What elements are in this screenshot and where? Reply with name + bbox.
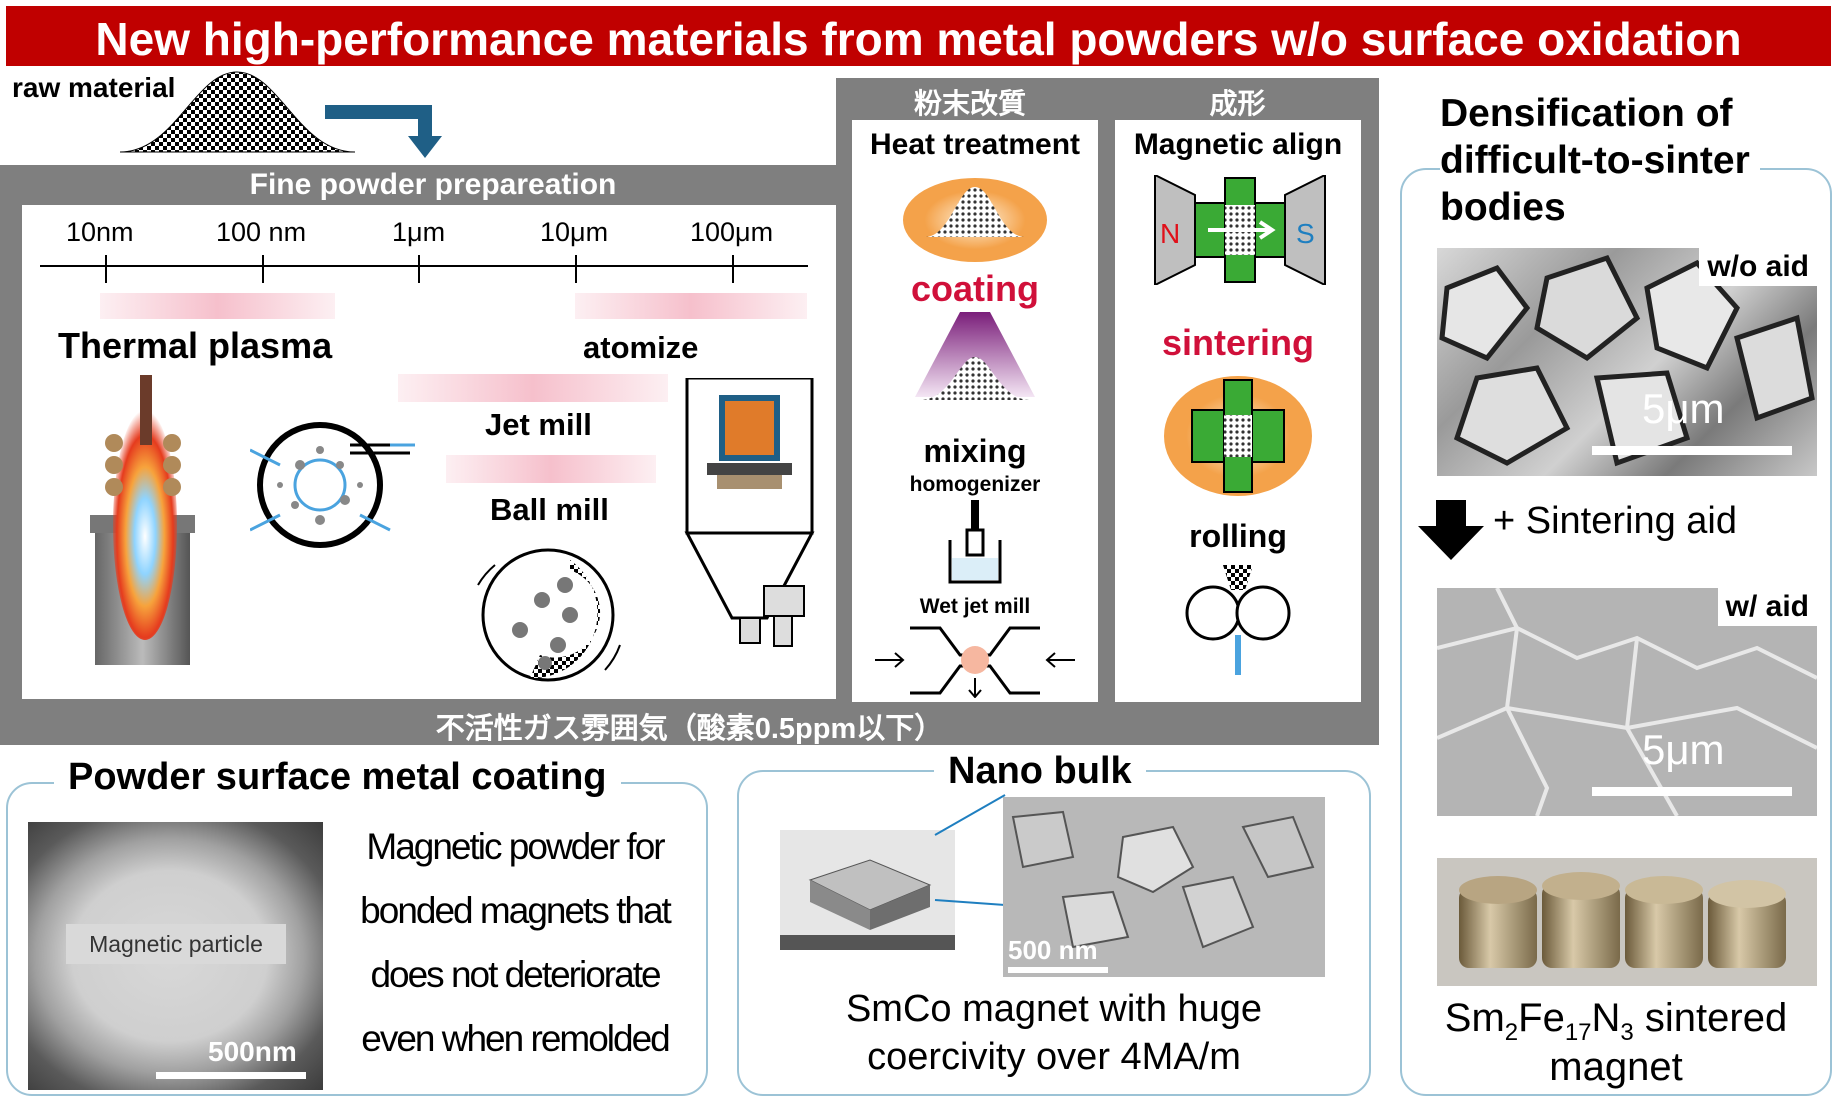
flow-arrow-icon [325,105,442,158]
forming-header: 成形 [1209,88,1266,119]
rolling-label: rolling [1189,518,1287,554]
jet-mill-range-band [398,374,668,402]
tem-image-particle: Magnetic particle 500nm [28,822,323,1090]
ball-mill-range-band [446,455,656,483]
scale-label: 5μm [1642,726,1725,773]
nano-bulk-tem-image: 500 nm [1003,797,1325,977]
pole-s-label: S [1296,218,1315,249]
pole-n-label: N [1160,218,1181,249]
coating-description: Magnetic powder for bonded magnets that … [330,815,700,1071]
caption-sm: Sm [1444,996,1505,1040]
sintered-magnet-photo [1437,858,1817,986]
caption-line: coercivity over 4MA/m [867,1036,1241,1078]
scale-bar [156,1072,306,1079]
description-line: bonded magnets that [360,890,672,931]
zoom-connector-lines [934,794,1006,906]
caption-sub: 2 [1504,1019,1519,1046]
thermal-plasma-range-band [100,293,335,319]
smco-sample-photo [780,830,955,950]
densification-title-line: difficult-to-sinter [1440,139,1750,182]
coating-label: coating [910,268,1039,309]
down-arrow-icon [1418,500,1484,560]
size-scale-axis [40,265,808,267]
wet-jet-mill-icon [875,626,1075,698]
raw-material-label: raw material [12,72,176,103]
caption-line: SmCo magnet with huge [845,988,1263,1030]
description-line: Magnetic powder for [366,826,665,867]
scale-bar [1008,967,1108,973]
thermal-plasma-label: Thermal plasma [58,325,333,366]
scale-tick-mark [418,255,420,283]
sintering-icon [1164,376,1312,496]
magnetic-align-label: Magnetic align [1133,128,1343,161]
caption-fe: Fe [1518,996,1565,1040]
sintering-label: sintering [1161,322,1314,363]
grain-pattern [1011,810,1315,949]
magnetic-particle-label: Magnetic particle [66,924,286,964]
atomize-range-band [575,293,807,319]
sintered-magnet-caption-line2: magnet [1549,1045,1683,1089]
fine-powder-header: Fine powder prepareation [249,168,617,201]
jet-mill-icon [250,422,415,548]
coating-panel-title: Powder surface metal coating [54,756,621,799]
sem-image-without-aid: w/o aid 5μm [1437,248,1817,476]
description-line: does not deteriorate [370,954,661,995]
rolling-icon [1185,565,1291,675]
jet-mill-label: Jet mill [485,407,592,442]
ball-mill-icon [477,548,621,682]
caption-n: N [1591,996,1621,1040]
description-line: even when remolded [361,1018,671,1059]
powder-modification-header: 粉末改質 [913,88,1026,119]
scale-bar [1592,446,1792,455]
caption-sub: 3 [1620,1019,1634,1046]
homogenizer-icon [948,500,1002,584]
scale-tick-label: 1μm [392,217,446,247]
mixing-label: mixing [923,433,1027,469]
atomize-label: atomize [583,330,699,365]
title-banner: New high-performance materials from meta… [6,6,1831,66]
magnetic-align-icon [1154,175,1326,285]
scale-tick-mark [575,255,577,283]
ball-mill-label: Ball mill [490,492,609,527]
scale-label: 5μm [1642,385,1725,432]
scale-bar [1592,787,1792,796]
caption-rest: sintered [1633,996,1788,1040]
without-aid-label: w/o aid [1699,248,1817,286]
sintering-aid-label: + Sintering aid [1493,500,1737,542]
scale-label: 500 nm [1008,935,1098,965]
atomizer-icon [684,378,815,647]
scale-tick-label: 100μm [690,217,774,247]
nano-bulk-title: Nano bulk [934,750,1146,793]
scale-tick-mark [105,255,107,283]
raw-material-distribution-icon [119,71,356,153]
scale-tick-mark [262,255,264,283]
scale-tick-mark [732,255,734,283]
heat-treatment-label: Heat treatment [869,128,1081,161]
heat-treatment-icon [903,178,1047,262]
inert-atmosphere-label: 不活性ガス雰囲気（酸素0.5ppm以下） [435,713,944,745]
sintered-magnet-caption: Sm2Fe17N3 sintered [1400,996,1832,1047]
densification-title: Densification of difficult-to-sinter bod… [1440,90,1760,231]
coating-icon [915,312,1035,400]
nano-bulk-caption: SmCo magnet with huge coercivity over 4M… [737,985,1371,1081]
densification-title-line: Densification of [1440,92,1733,135]
grain-pattern [1439,254,1815,467]
scale-tick-label: 100 nm [216,217,307,247]
homogenizer-label: homogenizer [909,473,1041,496]
scale-tick-label: 10nm [66,217,134,247]
page-title: New high-performance materials from meta… [95,13,1742,65]
scale-label: 500nm [208,1036,297,1067]
sem-image-with-aid: w/ aid 5μm [1437,588,1817,816]
densification-title-line: bodies [1440,186,1566,229]
grain-pattern [1437,588,1817,816]
scale-tick-label: 10μm [540,217,609,247]
caption-sub: 17 [1564,1019,1592,1046]
wet-jet-mill-label: Wet jet mill [919,595,1031,618]
plasma-torch-icon [90,375,195,665]
with-aid-label: w/ aid [1717,588,1817,626]
